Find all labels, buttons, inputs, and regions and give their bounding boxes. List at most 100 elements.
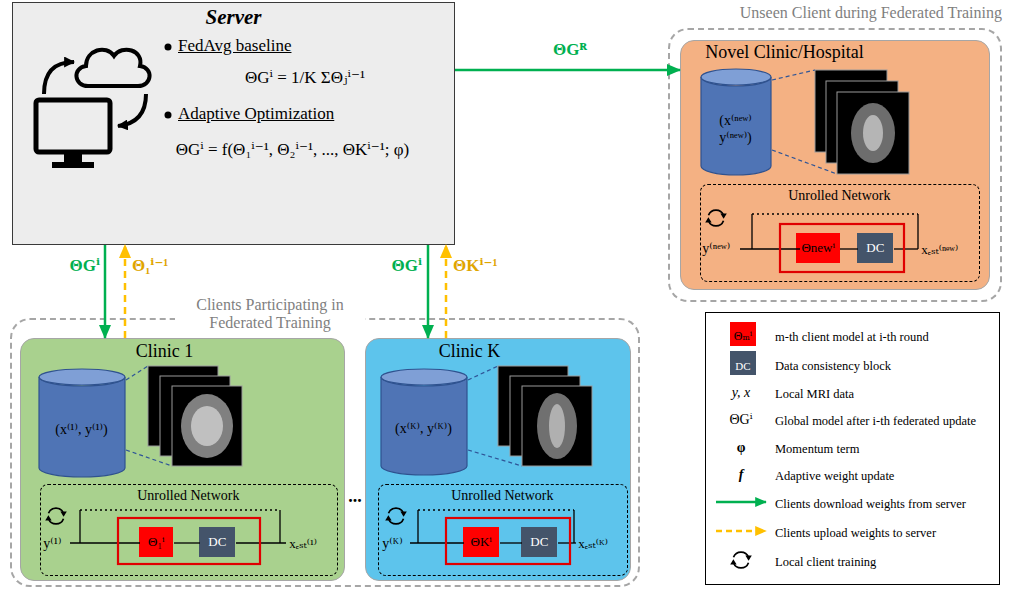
drawing-part — [537, 393, 577, 459]
bullet-dot — [165, 44, 172, 51]
legend-symbol: ΘGⁱ — [729, 412, 752, 428]
text-slot: Server — [12, 5, 455, 29]
data-pair: (x⁽¹⁾, y⁽¹⁾) — [55, 422, 107, 438]
drawing-part — [279, 510, 280, 543]
text-slot: Clients upload weights to server — [775, 523, 997, 541]
cylinder-body — [381, 377, 467, 475]
drawing-part — [837, 92, 909, 174]
network-frame: ΘnewⁱDCUnrolled Networky⁽ⁿᵉʷ⁾xₑₛₜ⁽ⁿᵉʷ⁾ — [700, 184, 980, 282]
text-slot: DC — [857, 233, 893, 263]
input-symbol: y⁽ᴷ⁾ — [382, 536, 402, 552]
monitor-icon — [36, 100, 110, 152]
drawing-part — [863, 115, 883, 151]
model-block: ΘKⁱ — [463, 527, 499, 557]
legend-text: m-th client model at i-th round — [775, 330, 929, 344]
cylinder-top — [381, 369, 467, 385]
legend-symbol: Θₘⁱ — [734, 330, 752, 344]
text-slot: ΘKⁱ — [463, 527, 499, 557]
legend-symbol: DC — [735, 360, 750, 373]
input-symbol: y⁽ⁿᵉʷ⁾ — [702, 241, 730, 257]
drawing-part — [418, 509, 574, 510]
model-symbol: ΘKⁱ — [471, 535, 492, 550]
drawing-part — [851, 103, 895, 163]
text-slot: f — [712, 465, 770, 483]
drawing-part — [751, 214, 752, 249]
sync-arrow — [118, 94, 146, 126]
text-slot: m-th client model at i-th round — [775, 327, 997, 345]
download-arrow — [427, 245, 430, 338]
clinic-name: Clinic K — [439, 341, 501, 362]
text-slot: Clinic 1 — [100, 341, 230, 362]
dc-symbol: DC — [208, 535, 226, 550]
text-slot: y⁽ᴷ⁾ — [382, 534, 408, 552]
download-arrow — [455, 69, 680, 72]
dc-block: DC — [521, 527, 557, 557]
text-slot: xₑₛₜ⁽¹⁾ — [289, 534, 336, 552]
drawing-part — [79, 510, 80, 543]
region-heading: Clients Participating in Federated Train… — [175, 296, 365, 333]
edge-label: ΘGⁱ — [69, 256, 100, 276]
text-slot: ΘGⁱ — [368, 256, 422, 276]
clinic-name: Novel Clinic/Hospital — [705, 42, 863, 63]
bullet-heading: Adaptive Optimization — [178, 104, 334, 124]
server-box: ServerFedAvg baselineΘGⁱ = 1/K ΣΘⱼⁱ⁻¹ Ada… — [12, 2, 455, 245]
upload-arrow — [445, 245, 448, 338]
bullet-heading: FedAvg baseline — [178, 36, 291, 56]
legend-arrow-sample — [716, 501, 766, 504]
legend-text: Data consistency block — [775, 359, 891, 373]
region-frame: (x⁽ⁿᵉʷ⁾ y⁽ⁿᵉʷ⁾)ΘnewⁱDCUnrolled Networky⁽… — [668, 28, 1002, 302]
legend-text: Local MRI data — [775, 387, 854, 401]
edge-label: ΘGⁱ — [391, 256, 422, 276]
text-slot: xₑₛₜ⁽ᴷ⁾ — [578, 534, 626, 552]
network-title: Unrolled Network — [788, 188, 890, 204]
leader-line — [772, 150, 837, 174]
leader-line — [772, 70, 815, 80]
text-slot: ΘGⁱ = 1/K ΣΘⱼⁱ⁻¹ — [180, 68, 430, 88]
box-title: Server — [206, 5, 262, 29]
legend-text: Clients download weights from server — [775, 497, 966, 511]
leader-line — [126, 450, 172, 466]
drawing-part — [549, 404, 565, 448]
text-slot: DC — [521, 527, 557, 557]
text-slot: y⁽¹⁾ — [43, 534, 69, 552]
edge-label: Θ₁ⁱ⁻¹ — [132, 256, 168, 276]
monitor-stand — [64, 152, 82, 162]
drawing-part — [752, 213, 918, 214]
legend-text: Local client training — [775, 555, 876, 569]
drawing-part — [181, 394, 233, 458]
text-slot: Data consistency block — [775, 356, 997, 374]
drawing-part — [500, 542, 522, 543]
legend-text: Adaptive weight update — [775, 469, 894, 483]
data-cylinder: (x⁽ⁿᵉʷ⁾ y⁽ⁿᵉʷ⁾) — [700, 68, 772, 176]
edge-label: ΘKⁱ⁻¹ — [453, 256, 498, 276]
drawing-part — [417, 510, 418, 543]
download-arrow — [104, 245, 107, 338]
legend-text: Global model after i-th federated update — [775, 414, 976, 428]
legend-arrow-sample — [716, 530, 766, 533]
leader-line — [126, 366, 148, 380]
text-slot: ΘGⁱ — [46, 256, 100, 276]
drawing-part — [917, 214, 918, 249]
edge-label: ΘGᴿ — [553, 40, 587, 60]
sync-arrow — [44, 62, 74, 94]
text-slot: Clients Participating in Federated Train… — [175, 296, 365, 333]
drawing-part — [172, 386, 242, 466]
clinic-name: Clinic 1 — [136, 341, 194, 362]
dc-block: DC — [857, 233, 893, 263]
text-slot: Unrolled Network — [377, 486, 627, 504]
mri-image-stack — [148, 366, 242, 466]
legend-text: Clients upload weights to server — [775, 526, 936, 540]
bullet-dot — [165, 112, 172, 119]
legend-symbol: y, x — [732, 385, 751, 401]
upload-arrow — [124, 245, 127, 338]
network-title: Unrolled Network — [451, 488, 553, 504]
cylinder-top — [39, 369, 125, 385]
cylinder-body — [701, 77, 771, 175]
dc-symbol: DC — [530, 535, 548, 550]
server-icon — [36, 50, 150, 168]
text-slot: Clients download weights from server — [775, 494, 997, 512]
text-slot: DC — [730, 356, 756, 374]
drawing-part — [573, 510, 574, 543]
cycle-icon — [45, 508, 67, 524]
